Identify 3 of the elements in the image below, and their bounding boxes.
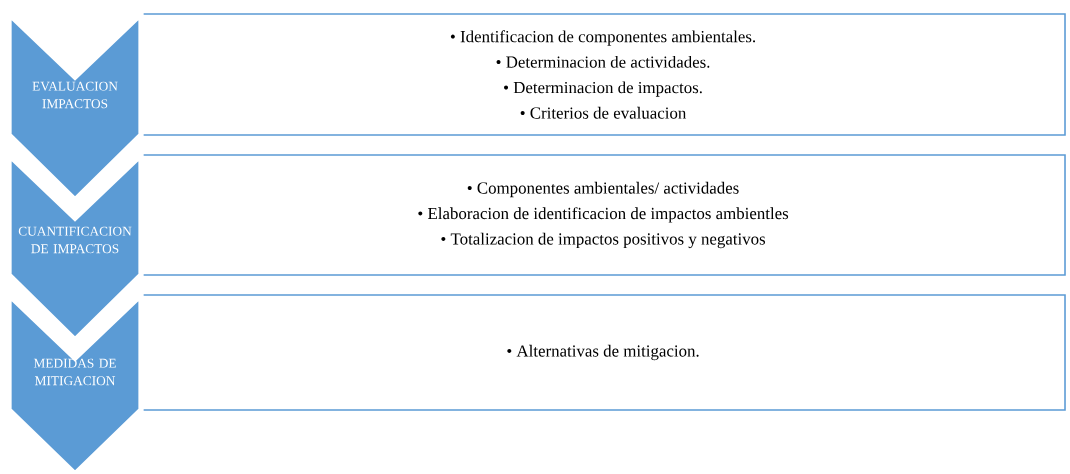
- list-box: • Componentes ambientales/ actividades • Elaboracion de identificacion de impactos ambientles • Totalizacion de impactos positivos y negativos: [140, 154, 1066, 276]
- list-box: • Alternativas de mitigacion.: [140, 294, 1066, 411]
- list-box: • Identificacion de componentes ambientales. • Determinacion de actividades. • Determinacion de impactos. • Criterios de evaluacion: [140, 13, 1066, 136]
